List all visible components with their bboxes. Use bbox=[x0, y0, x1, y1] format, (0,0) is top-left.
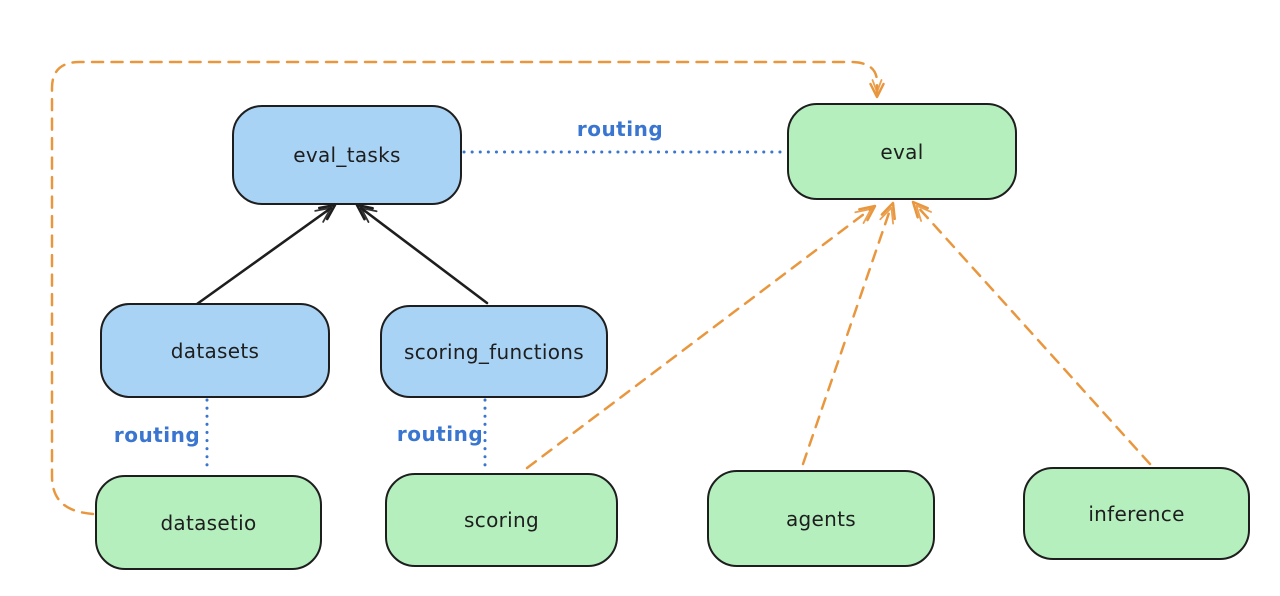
routing-label-scoring-functions-scoring: routing bbox=[396, 422, 484, 446]
node-eval-label: eval bbox=[880, 139, 924, 164]
node-scoring: scoring bbox=[385, 473, 618, 567]
node-eval-tasks: eval_tasks bbox=[232, 105, 462, 205]
provider-edge-scoring-to-eval bbox=[525, 204, 877, 470]
node-datasets: datasets bbox=[100, 303, 330, 398]
edge-scoring-functions-to-eval-tasks bbox=[355, 203, 489, 305]
node-agents: agents bbox=[707, 470, 935, 567]
node-datasetio: datasetio bbox=[95, 475, 322, 570]
routing-label-eval-tasks-eval: routing bbox=[576, 117, 664, 141]
node-eval: eval bbox=[787, 103, 1017, 200]
node-datasetio-label: datasetio bbox=[160, 510, 257, 535]
routing-label-datasets-datasetio: routing bbox=[113, 423, 201, 447]
node-inference: inference bbox=[1023, 467, 1250, 560]
provider-edge-agents-to-eval bbox=[801, 201, 896, 466]
edge-datasets-to-eval-tasks bbox=[195, 203, 337, 306]
node-scoring-functions-label: scoring_functions bbox=[403, 339, 585, 364]
node-scoring-label: scoring bbox=[464, 508, 539, 532]
node-inference-label: inference bbox=[1088, 501, 1185, 526]
provider-edge-inference-to-eval bbox=[911, 200, 1152, 466]
node-datasets-label: datasets bbox=[170, 338, 260, 363]
node-eval-tasks-label: eval_tasks bbox=[293, 143, 401, 167]
node-agents-label: agents bbox=[786, 506, 856, 531]
provider-edge-datasetio-to-eval bbox=[50, 60, 885, 516]
node-scoring-functions: scoring_functions bbox=[380, 305, 608, 398]
